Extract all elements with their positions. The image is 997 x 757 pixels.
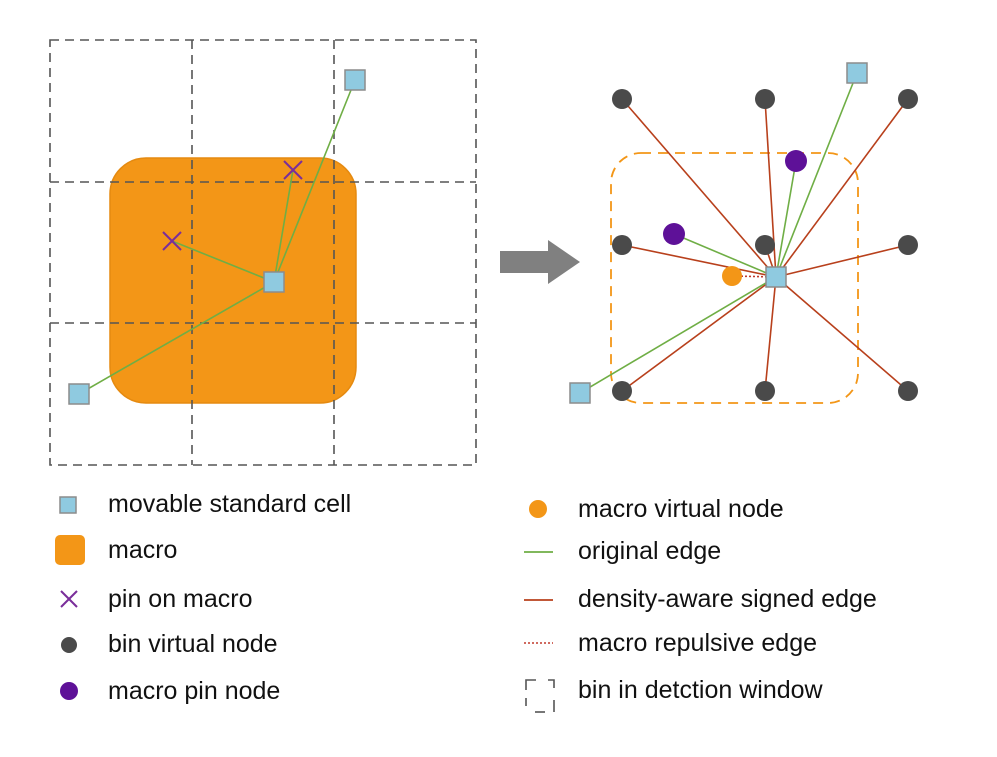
macro-pin-node xyxy=(785,150,807,172)
legend-label-original-edge: original edge xyxy=(578,537,722,565)
original-edge xyxy=(78,281,275,395)
bin-grid-border xyxy=(49,39,477,466)
bin-virtual-node xyxy=(755,89,775,109)
left-panel xyxy=(49,39,477,466)
bin-grid xyxy=(49,39,477,466)
original-edge xyxy=(579,276,777,394)
original-edge xyxy=(673,233,777,278)
legend-bin-node-icon xyxy=(61,637,77,653)
legend-label-bin-in-detection-window: bin in detction window xyxy=(578,676,823,704)
legend-label-density-aware-signed-edge: density-aware signed edge xyxy=(578,585,877,613)
legend-symbols xyxy=(55,496,555,713)
legend-macro-virtual-node-icon xyxy=(529,500,547,518)
movable-standard-cell xyxy=(68,383,90,405)
bin-virtual-node xyxy=(755,381,775,401)
right-original-edges xyxy=(579,72,858,394)
legend-label-movable-standard-cell: movable standard cell xyxy=(108,490,352,518)
movable-standard-cell xyxy=(846,62,868,84)
original-edge xyxy=(273,79,356,283)
density-aware-signed-edge xyxy=(775,244,909,278)
density-aware-signed-edge xyxy=(775,276,909,392)
legend-pin-x-icon xyxy=(60,590,78,608)
right-panel xyxy=(569,62,918,404)
original-edge xyxy=(171,240,275,283)
macro-block xyxy=(109,157,357,404)
bin-virtual-nodes xyxy=(612,89,918,401)
bin-virtual-node xyxy=(755,235,775,255)
legend-label-pin-on-macro: pin on macro xyxy=(108,585,253,613)
legend-movable-cell-icon xyxy=(59,496,77,514)
detection-window xyxy=(610,152,859,404)
bin-virtual-node xyxy=(612,381,632,401)
pin-on-macro xyxy=(162,231,182,251)
legend-macro-pin-node-icon xyxy=(60,682,78,700)
left-original-edges xyxy=(78,79,356,395)
movable-standard-cell xyxy=(344,69,366,91)
legend-macro-icon xyxy=(55,535,85,565)
bin-virtual-node xyxy=(898,381,918,401)
bin-virtual-node xyxy=(898,89,918,109)
pin-on-macro xyxy=(283,160,303,180)
legend-detection-window-icon xyxy=(525,679,555,713)
density-aware-signed-edge xyxy=(621,276,777,392)
movable-standard-cell xyxy=(765,266,787,288)
bin-virtual-node xyxy=(612,89,632,109)
macro-repulsive-edge xyxy=(732,275,777,278)
density-aware-signed-edge xyxy=(775,98,909,278)
legend-label-macro-pin-node: macro pin node xyxy=(108,677,281,705)
density-aware-signed-edge xyxy=(621,244,777,278)
legend-label-macro: macro xyxy=(108,536,178,564)
legend-label-macro-repulsive-edge: macro repulsive edge xyxy=(578,629,818,657)
density-aware-signed-edge xyxy=(764,276,777,392)
movable-standard-cell xyxy=(263,271,285,293)
original-edge xyxy=(775,160,797,278)
movable-standard-cell xyxy=(569,382,591,404)
bin-virtual-node xyxy=(898,235,918,255)
original-edge xyxy=(775,72,858,278)
legend-label-macro-virtual-node: macro virtual node xyxy=(578,495,784,523)
macro-pin-node xyxy=(663,223,685,245)
bin-virtual-node xyxy=(612,235,632,255)
density-aware-signed-edge xyxy=(621,98,777,278)
transform-arrow xyxy=(500,240,580,284)
original-edge xyxy=(273,169,294,283)
legend-label-bin-virtual-node: bin virtual node xyxy=(108,630,278,658)
macro-virtual-node xyxy=(722,266,742,286)
